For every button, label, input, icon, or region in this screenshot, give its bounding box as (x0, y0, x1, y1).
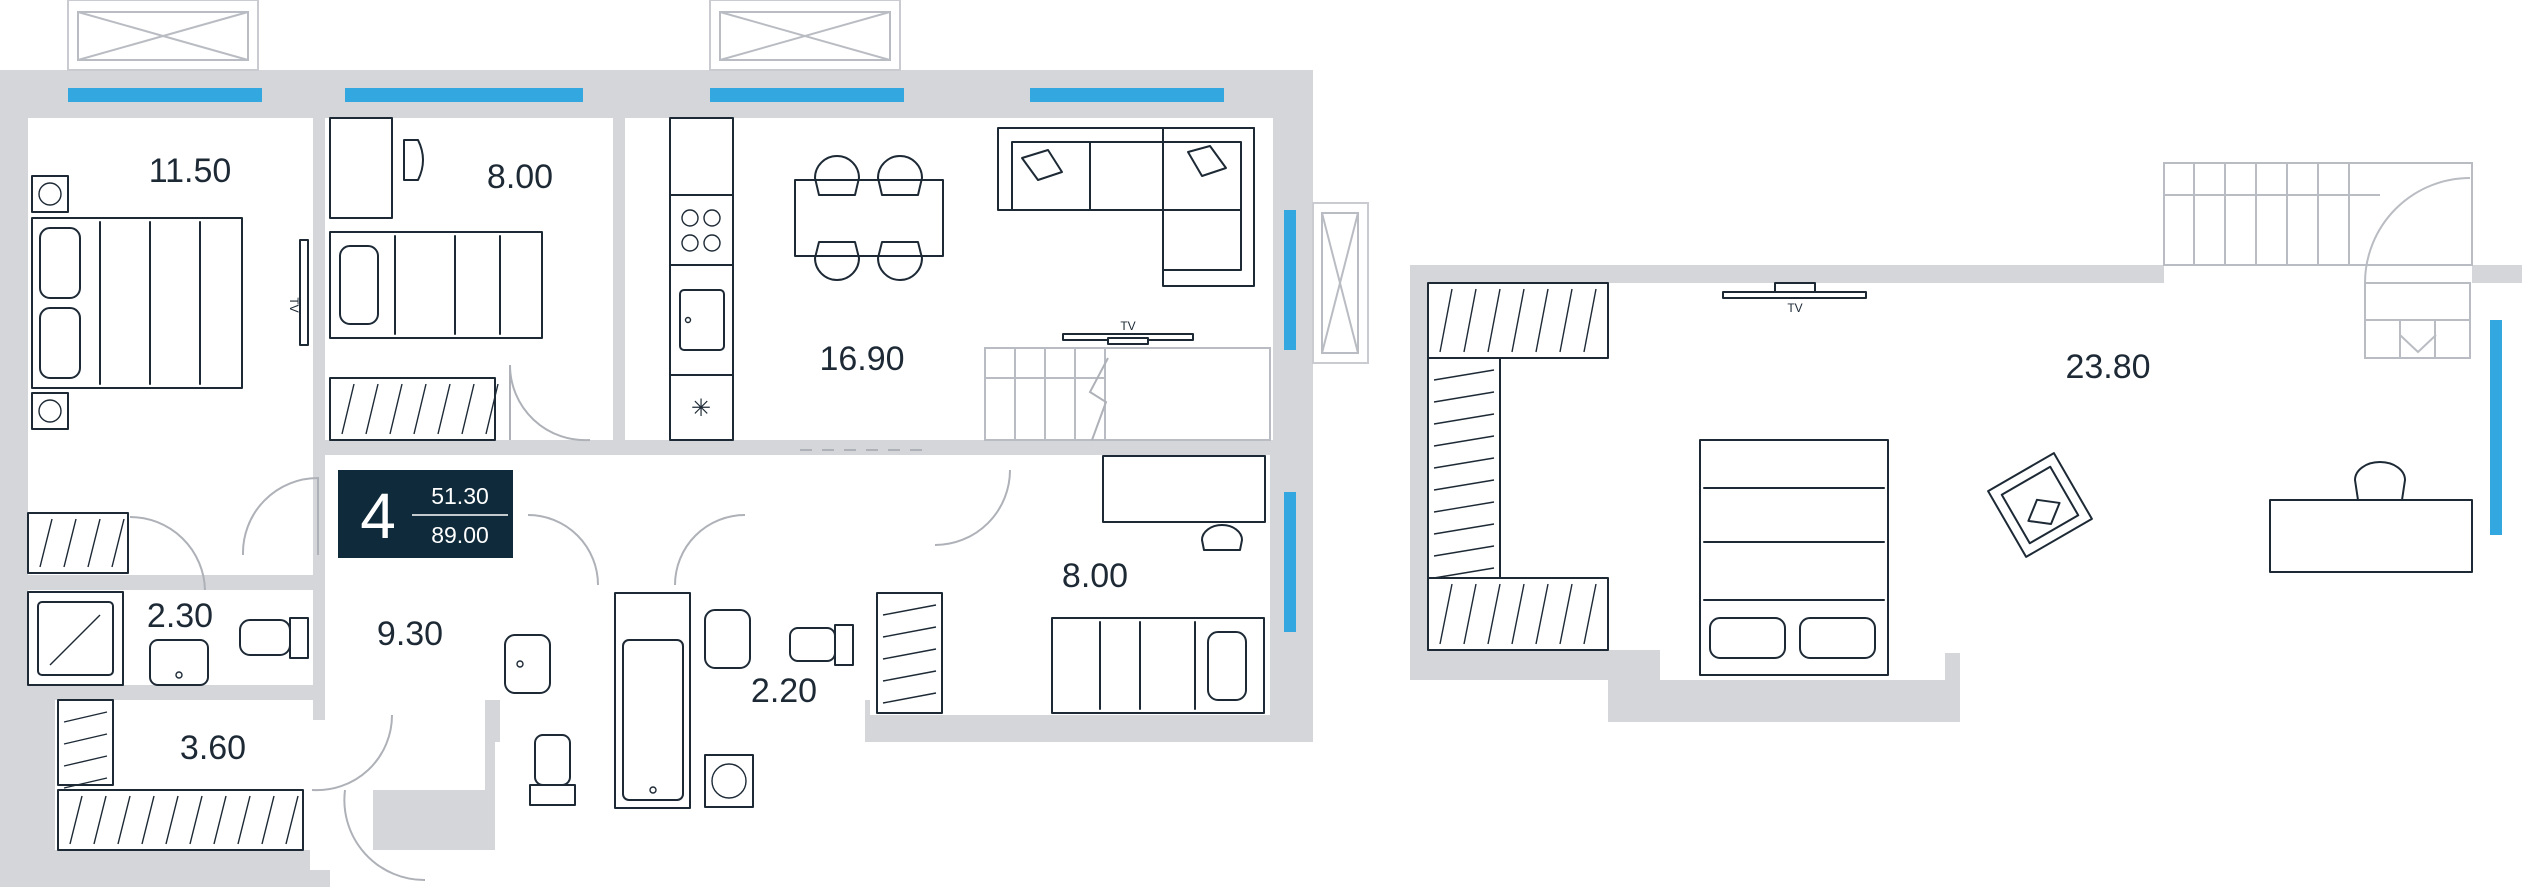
single-bed (1051, 617, 1265, 714)
window-glass (1030, 88, 1224, 102)
kitchen-furniture: ✳ TV (669, 117, 1271, 441)
tv-label: TV (1787, 301, 1802, 315)
area-storage: 3.60 (180, 729, 246, 767)
upper-floor-labels: 23.80 (2065, 348, 2150, 386)
rooms-count: 4 (360, 480, 396, 552)
chair (403, 139, 424, 181)
upper-floor-walls (1410, 265, 2522, 722)
bedroom-right-furniture (876, 455, 1266, 714)
area-kitchen-living: 16.90 (819, 340, 904, 378)
pillow (39, 307, 81, 379)
pillow (339, 245, 379, 325)
bath-wc-furniture (504, 592, 854, 809)
wardrobe (876, 592, 943, 714)
nightstand (31, 392, 69, 430)
desk (329, 117, 393, 219)
area-bathroom: 2.30 (147, 597, 213, 635)
sink (679, 289, 725, 351)
shower (27, 591, 124, 686)
window-glass (345, 88, 583, 102)
apartment-badge: 4 51.30 89.00 (338, 470, 513, 558)
chair (814, 155, 860, 196)
window-glass (1284, 210, 1296, 350)
chair (877, 241, 923, 281)
single-bed (329, 231, 543, 339)
bedroom-left-furniture: TV (31, 175, 309, 430)
wardrobe (57, 789, 304, 851)
area-hall: 9.30 (377, 615, 443, 653)
armchair (1987, 452, 2093, 558)
desk (2269, 499, 2473, 573)
area-bedroom-top: 8.00 (487, 158, 553, 196)
pillow (1709, 617, 1786, 659)
tv-screen-marker (1107, 337, 1149, 345)
desk (1102, 455, 1266, 523)
area-bath-wc: 2.20 (751, 672, 817, 710)
sink (704, 609, 751, 669)
bathroom-left-furniture (27, 512, 309, 686)
double-bed (1699, 439, 1889, 676)
cushion (1187, 145, 1227, 177)
chair (2354, 461, 2406, 501)
sink (504, 634, 551, 694)
cushion (1021, 149, 1063, 181)
area-bedroom-left: 11.50 (149, 152, 232, 190)
window-glass (68, 88, 262, 102)
window-glass (710, 88, 904, 102)
shelf (57, 699, 114, 786)
lower-floor-labels: 11.50 8.00 16.90 2.30 9.30 3.60 2.20 8.0… (147, 152, 1128, 767)
window-glass (2490, 320, 2502, 535)
bedroom-top-furniture (329, 117, 543, 441)
area-upper-floor: 23.80 (2065, 348, 2150, 386)
pillow (1207, 631, 1247, 701)
chair (877, 155, 923, 196)
wardrobe (27, 512, 129, 574)
tv-label: TV (287, 297, 301, 312)
window-glass (1284, 492, 1296, 632)
double-bed (31, 217, 243, 389)
area-bedroom-right: 8.00 (1062, 557, 1128, 595)
wardrobe-hatching (39, 288, 1597, 845)
upper-floor-furniture: TV (1427, 282, 2473, 676)
doors (129, 364, 1011, 882)
tv-label: TV (1120, 319, 1135, 333)
kitchen-counter (669, 117, 734, 441)
tv-stand (299, 239, 309, 346)
nightstand (31, 175, 69, 213)
total-area: 89.00 (431, 522, 489, 548)
living-area: 51.30 (431, 483, 489, 509)
bathtub (614, 592, 691, 809)
storage-furniture (57, 699, 304, 851)
fridge-icon: ✳ (691, 395, 711, 422)
upper-staircase (2163, 162, 2502, 535)
pillow (39, 227, 81, 299)
chair (1201, 524, 1243, 551)
pillow (1799, 617, 1876, 659)
wardrobe (1427, 357, 1501, 579)
sink (149, 639, 209, 686)
chair (814, 241, 860, 281)
staircase (984, 347, 1271, 441)
windows (67, 0, 1369, 632)
wardrobe (329, 377, 496, 441)
